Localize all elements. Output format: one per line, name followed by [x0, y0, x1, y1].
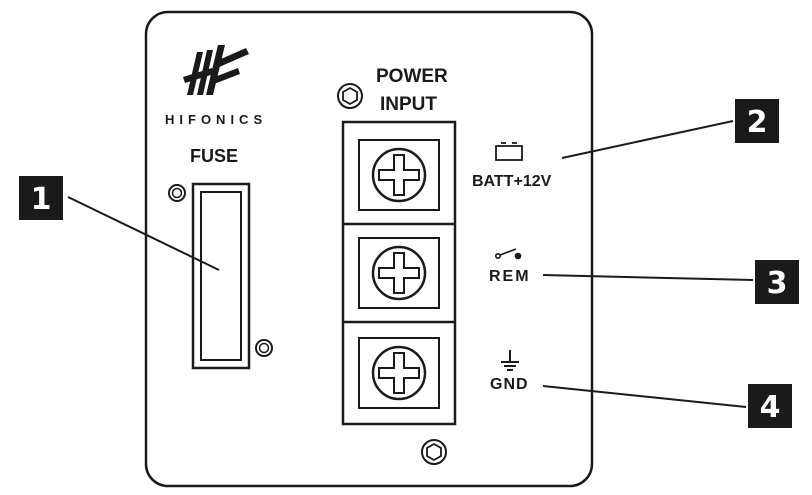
batt-label: BATT+12V	[472, 173, 552, 190]
fuse-screw-top-icon	[168, 184, 186, 202]
terminal-screw-rem	[358, 237, 440, 309]
callout-1: 1	[19, 176, 63, 220]
gnd-label: GND	[490, 376, 529, 393]
rem-label: REM	[489, 268, 531, 285]
leader-line-1	[67, 196, 220, 271]
svg-text:2: 2	[747, 105, 768, 140]
callout-3: 3	[755, 260, 799, 304]
battery-icon	[495, 142, 523, 161]
svg-text:3: 3	[767, 266, 788, 301]
svg-text:1: 1	[31, 182, 52, 217]
hifonics-logo-icon	[183, 45, 249, 95]
brand-logo-text: HIFONICS	[165, 112, 267, 127]
leader-line-2	[561, 120, 734, 159]
top-hex-screw-icon	[337, 83, 363, 109]
power-input-label-line2: INPUT	[380, 94, 437, 115]
fuse-screw-bottom-icon	[255, 339, 273, 357]
ground-icon	[501, 350, 519, 371]
svg-text:4: 4	[760, 390, 781, 425]
power-input-label-line1: POWER	[376, 66, 448, 87]
fuse-label: FUSE	[190, 146, 238, 166]
bottom-hex-screw-icon	[421, 439, 447, 465]
terminal-screw-gnd	[358, 337, 440, 409]
leader-line-3	[542, 274, 754, 281]
callout-2: 2	[735, 99, 779, 143]
switch-icon	[494, 248, 522, 260]
leader-line-4	[542, 385, 747, 408]
terminal-screw-batt	[358, 139, 440, 211]
callout-4: 4	[748, 384, 792, 428]
fuse-holder	[191, 182, 251, 370]
